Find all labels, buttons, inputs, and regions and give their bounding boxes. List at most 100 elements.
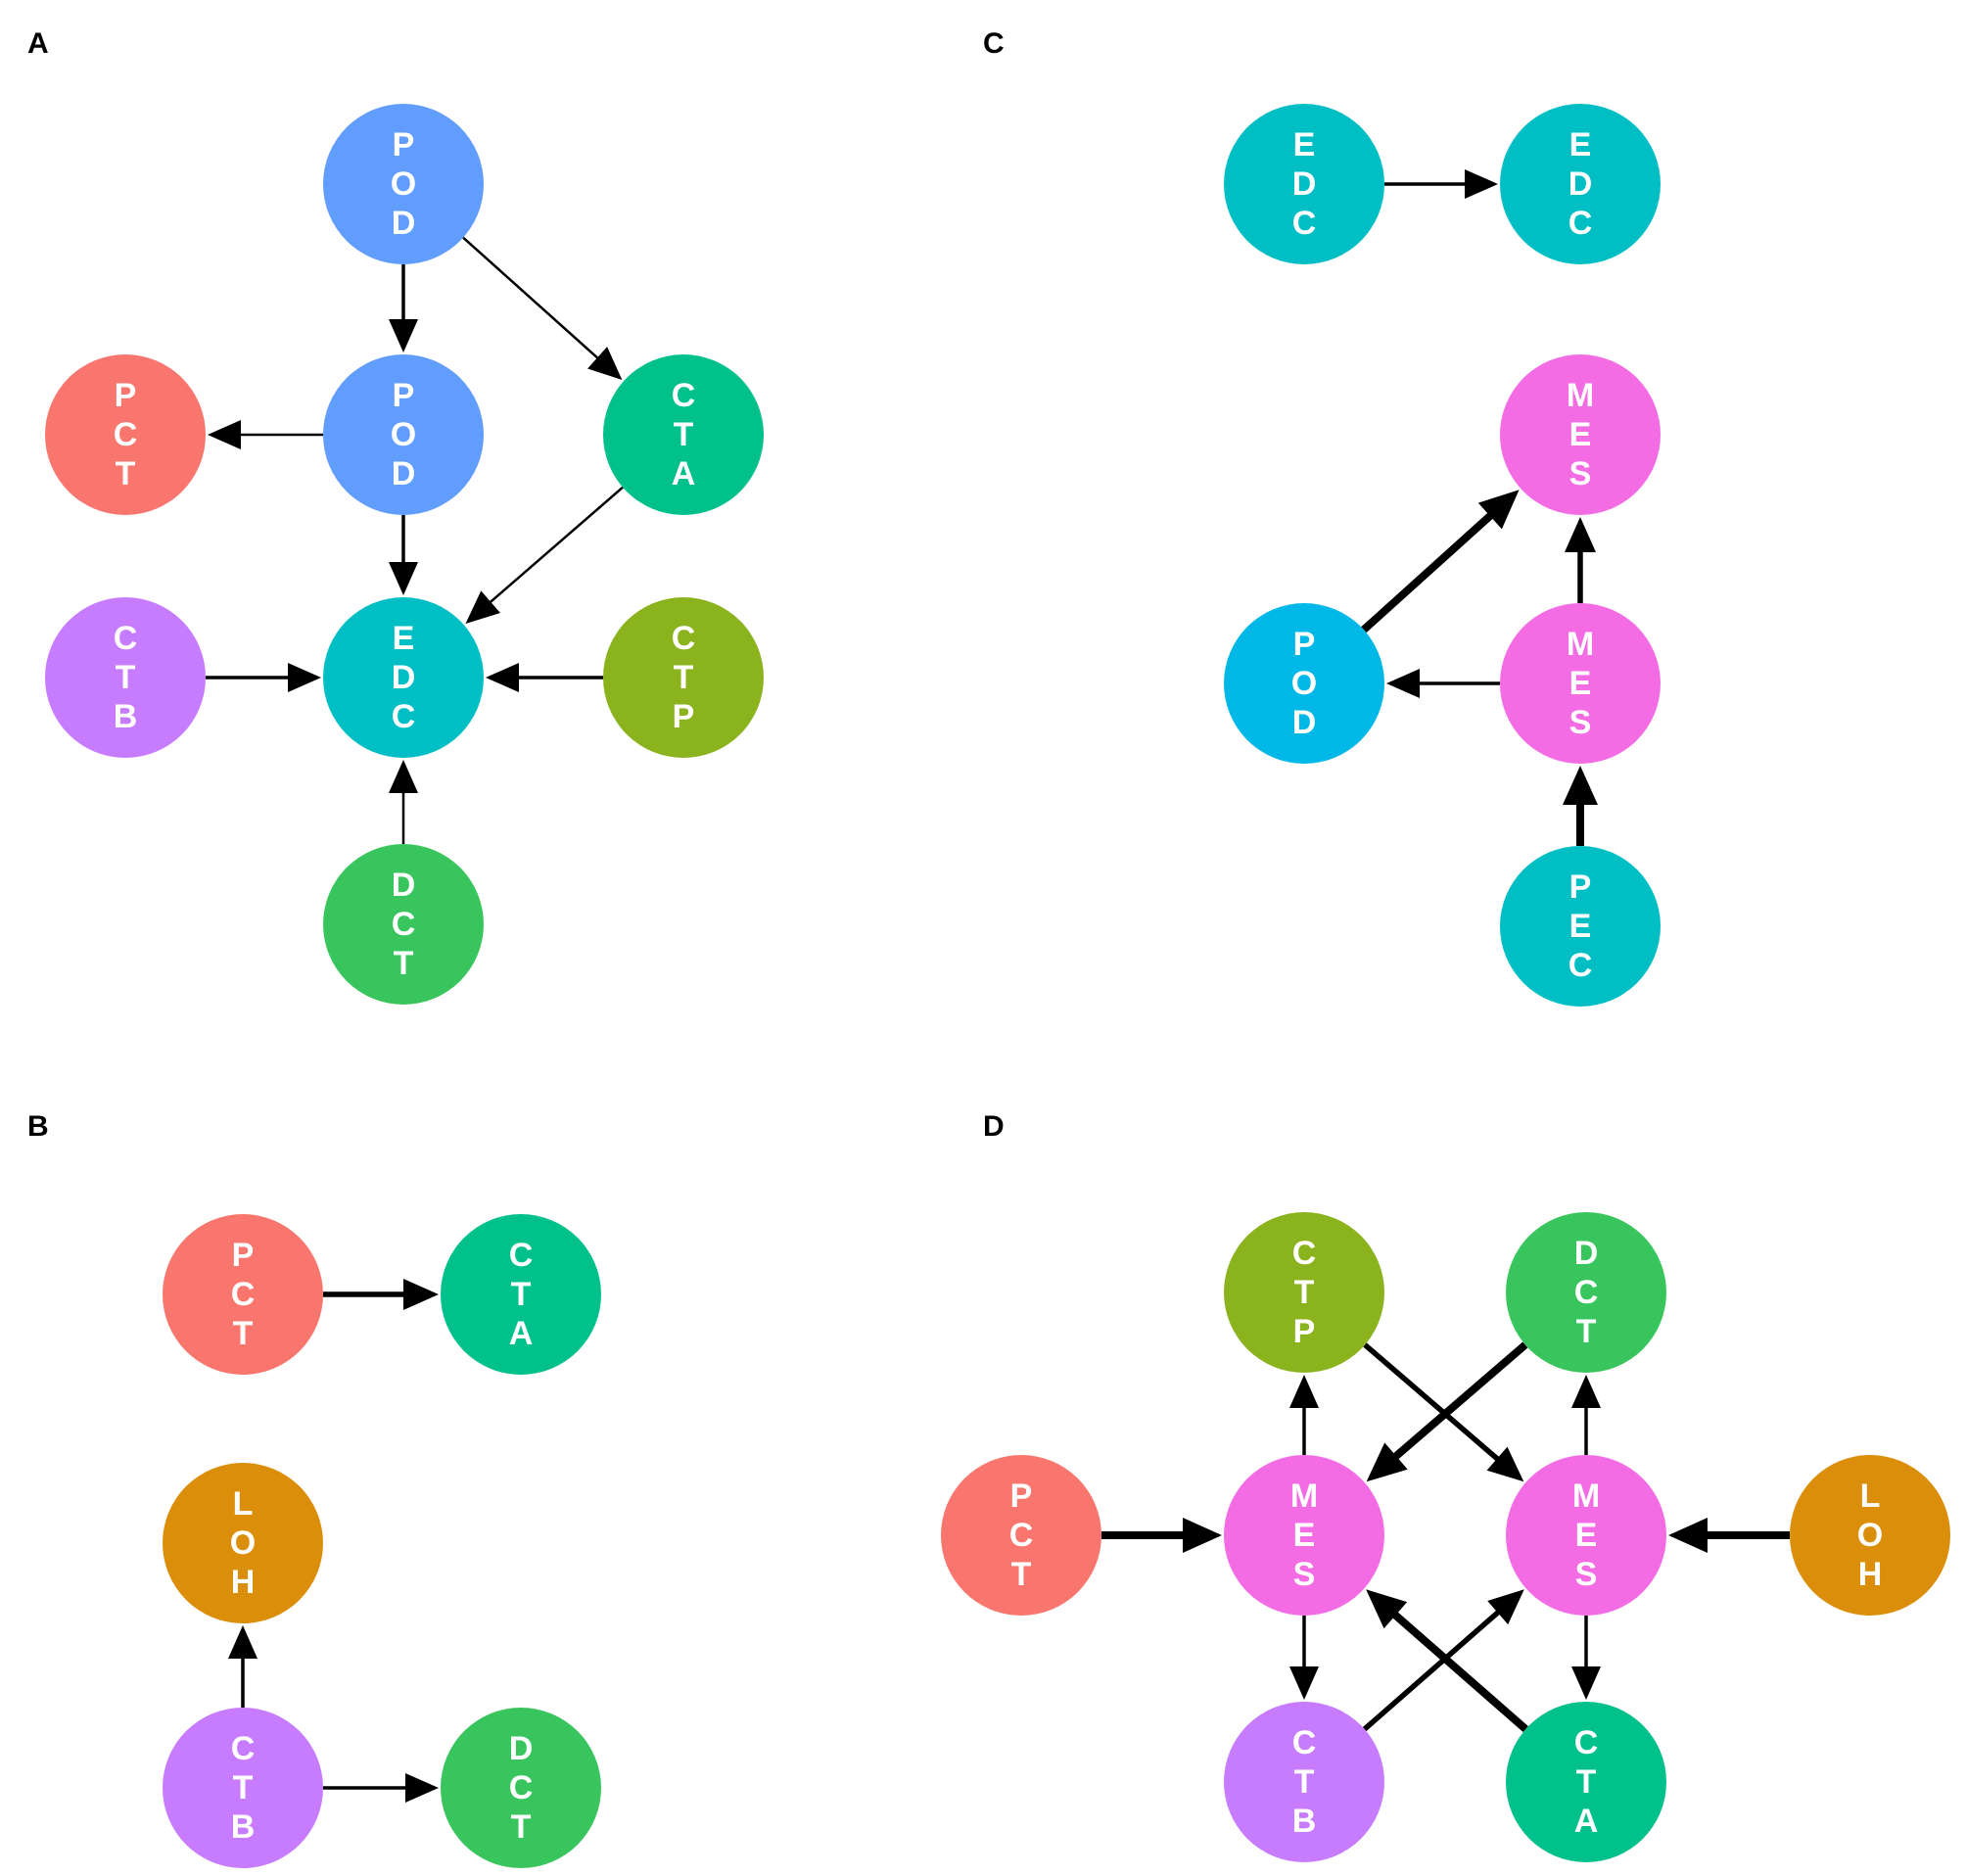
node-label-letter: C bbox=[1568, 205, 1593, 242]
arrowhead-icon bbox=[1565, 517, 1596, 552]
node-circle bbox=[441, 1214, 601, 1375]
node-label-letter: T bbox=[116, 659, 136, 696]
node-label-letter: S bbox=[1569, 455, 1592, 492]
node-label-letter: D bbox=[392, 205, 416, 242]
node-label-letter: C bbox=[1292, 1235, 1317, 1272]
node-A-ctb: CTB bbox=[45, 597, 206, 758]
node-circle bbox=[1224, 603, 1384, 764]
node-circle bbox=[1506, 1212, 1666, 1373]
arrowhead-icon bbox=[1487, 1589, 1524, 1625]
panel-label-d: D bbox=[983, 1110, 1005, 1143]
node-label-letter: S bbox=[1575, 1556, 1598, 1593]
node-circle bbox=[1506, 1702, 1666, 1862]
node-circle bbox=[45, 597, 206, 758]
node-label-letter: D bbox=[1568, 165, 1593, 203]
node-label-letter: T bbox=[674, 659, 694, 696]
node-label-letter: D bbox=[1574, 1235, 1599, 1272]
node-label-letter: E bbox=[1575, 1517, 1598, 1554]
edge-line bbox=[1391, 1341, 1528, 1461]
node-C-mes-top: MES bbox=[1500, 354, 1661, 515]
node-label-letter: P bbox=[1010, 1477, 1033, 1515]
edge-line bbox=[1363, 1342, 1501, 1463]
edge-D-dct-to-D-mes-left bbox=[1366, 1341, 1528, 1482]
node-circle bbox=[163, 1463, 323, 1623]
node-label-letter: T bbox=[116, 455, 136, 492]
node-label-letter: T bbox=[1011, 1556, 1032, 1593]
node-label-letter: T bbox=[394, 945, 414, 982]
node-circle bbox=[1500, 354, 1661, 515]
edge-C-pec-to-C-mes-mid bbox=[1563, 766, 1598, 846]
node-B-loh: LOH bbox=[163, 1463, 323, 1623]
edge-C-mes-mid-to-C-mes-top bbox=[1565, 517, 1596, 603]
node-label-letter: C bbox=[231, 1276, 256, 1313]
arrowhead-icon bbox=[389, 562, 418, 595]
node-label-letter: O bbox=[391, 165, 416, 203]
node-label-letter: L bbox=[1860, 1477, 1881, 1515]
arrowhead-icon bbox=[1289, 1666, 1319, 1700]
node-label-letter: A bbox=[1574, 1803, 1599, 1840]
edge-line bbox=[1391, 1611, 1528, 1733]
node-label-letter: C bbox=[231, 1730, 256, 1767]
edge-A-pod-top-to-A-cta bbox=[462, 236, 623, 380]
node-A-dct: DCT bbox=[323, 844, 484, 1005]
node-label-letter: S bbox=[1569, 704, 1592, 741]
node-circle bbox=[1500, 846, 1661, 1007]
node-label-letter: C bbox=[114, 620, 138, 657]
node-label-letter: C bbox=[1574, 1724, 1599, 1761]
node-circle bbox=[323, 844, 484, 1005]
node-circle bbox=[441, 1708, 601, 1868]
node-D-cta: CTA bbox=[1506, 1702, 1666, 1862]
node-label-letter: T bbox=[1294, 1274, 1315, 1311]
edge-line bbox=[1362, 1609, 1502, 1732]
arrowhead-icon bbox=[1668, 1518, 1708, 1553]
node-B-cta: CTA bbox=[441, 1214, 601, 1375]
arrowhead-icon bbox=[1386, 669, 1420, 698]
edge-D-mes-left-to-D-ctp bbox=[1289, 1375, 1319, 1455]
edge-line bbox=[488, 486, 624, 604]
node-D-loh: LOH bbox=[1790, 1455, 1950, 1616]
node-label-letter: L bbox=[233, 1485, 254, 1523]
edge-A-cta-to-A-edc bbox=[465, 486, 624, 624]
edge-line bbox=[462, 236, 600, 360]
node-label-letter: P bbox=[393, 126, 415, 164]
arrowhead-icon bbox=[1477, 490, 1520, 530]
arrowhead-icon bbox=[587, 347, 623, 380]
edge-B-ctb-to-B-loh bbox=[228, 1625, 257, 1708]
edge-C-mes-mid-to-C-pod bbox=[1386, 669, 1500, 698]
edge-A-pod-mid-to-A-pct bbox=[208, 420, 323, 449]
edge-D-loh-to-D-mes-right bbox=[1668, 1518, 1790, 1553]
node-circle bbox=[45, 354, 206, 515]
node-circle bbox=[1224, 1702, 1384, 1862]
node-D-pct: PCT bbox=[941, 1455, 1101, 1616]
node-label-letter: A bbox=[509, 1315, 534, 1352]
node-label-letter: M bbox=[1567, 626, 1594, 663]
node-A-cta: CTA bbox=[603, 354, 764, 515]
node-label-letter: B bbox=[231, 1808, 256, 1846]
node-label-letter: C bbox=[509, 1237, 534, 1274]
node-circle bbox=[1224, 1212, 1384, 1373]
node-label-letter: E bbox=[393, 620, 415, 657]
node-B-dct: DCT bbox=[441, 1708, 601, 1868]
arrowhead-icon bbox=[389, 760, 418, 793]
arrowhead-icon bbox=[288, 663, 321, 692]
node-label-letter: P bbox=[232, 1237, 255, 1274]
node-circle bbox=[941, 1455, 1101, 1616]
node-label-letter: C bbox=[114, 416, 138, 453]
node-C-pod: POD bbox=[1224, 603, 1384, 764]
node-label-letter: O bbox=[1857, 1517, 1883, 1554]
node-D-ctp: CTP bbox=[1224, 1212, 1384, 1373]
edge-B-pct-to-B-cta bbox=[323, 1279, 439, 1310]
node-C-pec: PEC bbox=[1500, 846, 1661, 1007]
node-C-edc-left: EDC bbox=[1224, 104, 1384, 264]
node-label-letter: C bbox=[1292, 1724, 1317, 1761]
node-label-letter: D bbox=[1292, 704, 1317, 741]
node-label-letter: C bbox=[1574, 1274, 1599, 1311]
node-label-letter: O bbox=[391, 416, 416, 453]
node-A-edc: EDC bbox=[323, 597, 484, 758]
edge-A-ctp-to-A-edc bbox=[486, 663, 603, 692]
arrowhead-icon bbox=[405, 1773, 439, 1803]
node-label-letter: T bbox=[511, 1276, 532, 1313]
node-label-letter: E bbox=[1569, 416, 1592, 453]
node-B-pct: PCT bbox=[163, 1214, 323, 1375]
node-label-letter: E bbox=[1293, 126, 1316, 164]
